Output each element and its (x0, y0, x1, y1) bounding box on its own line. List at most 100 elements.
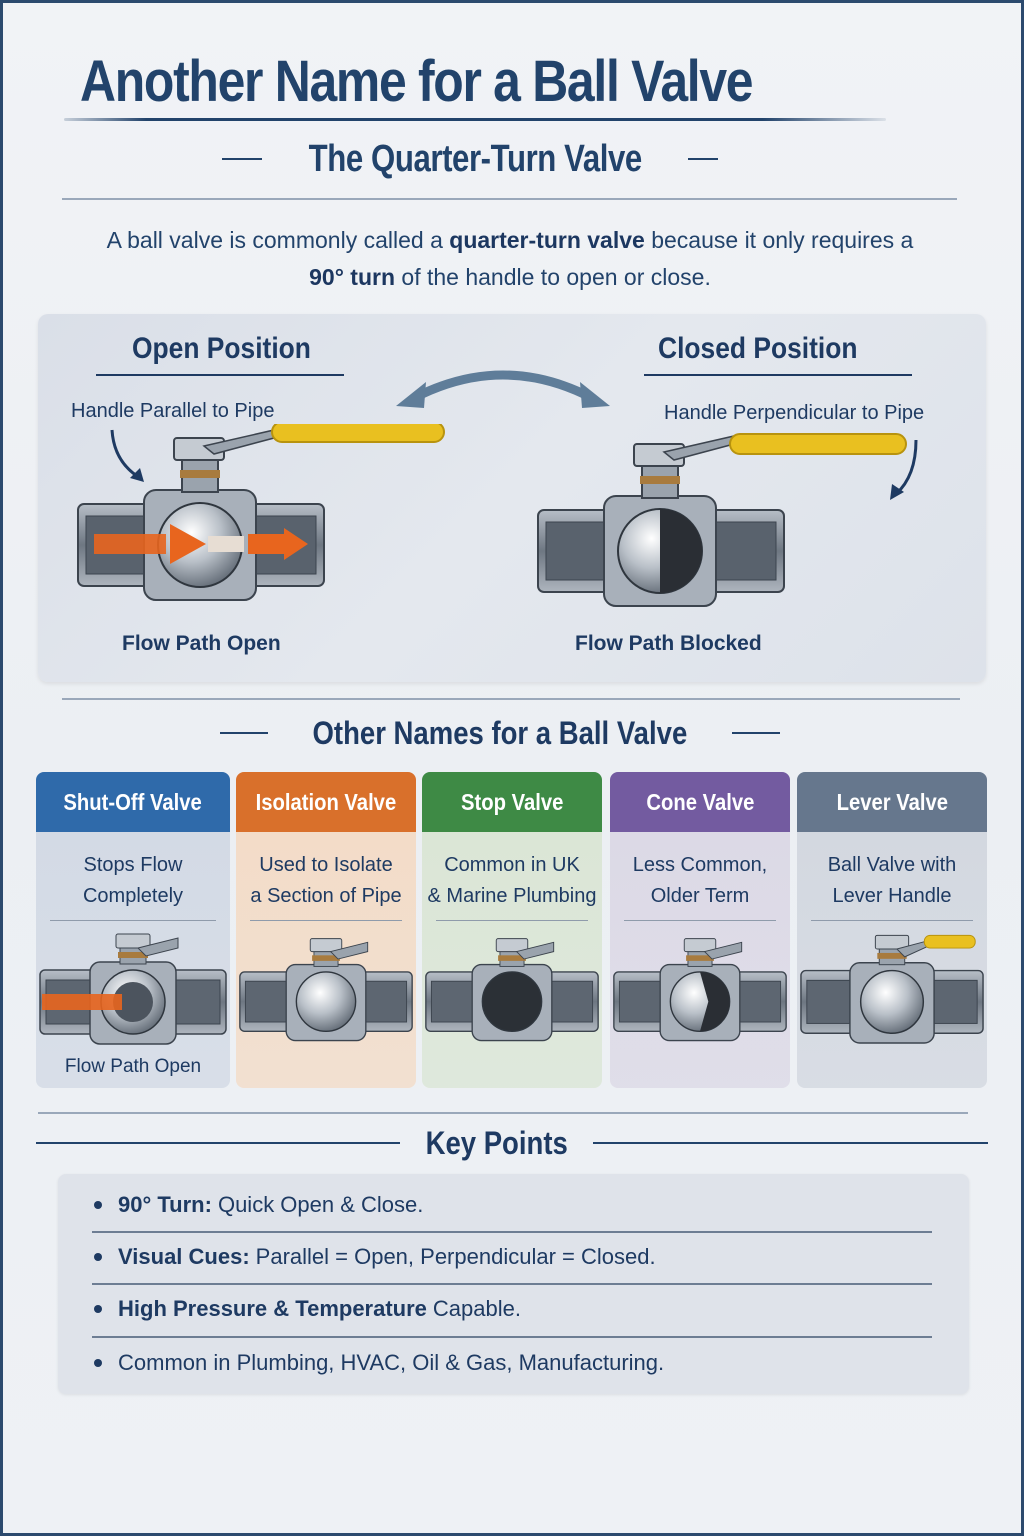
card-caption: Flow Path Open (64, 1056, 202, 1077)
card-description-line: Less Common, (632, 854, 768, 876)
card-header: Cone Valve (610, 772, 790, 832)
other-names-title: Other Names for a Ball Valve (312, 714, 688, 751)
other-names-heading: Other Names for a Ball Valve (200, 708, 800, 758)
key-points-heading: Key Points (36, 1118, 988, 1168)
card-description-line: Older Term (650, 885, 750, 907)
key-point-divider (92, 1231, 932, 1233)
valve-illustration (39, 933, 227, 1045)
card-description-line: Lever Handle (832, 885, 952, 907)
key-point-item: Visual Cues: Parallel = Open, Perpendicu… (94, 1244, 656, 1270)
intro-paragraph: A ball valve is commonly called a quarte… (90, 222, 930, 296)
closed-title-rule (644, 374, 912, 376)
valve-illustration (425, 938, 599, 1042)
subtitle-block: The Quarter-Turn Valve (200, 134, 740, 184)
closed-position-caption: Flow Path Blocked (575, 632, 762, 655)
open-position-note: Handle Parallel to Pipe (71, 400, 275, 422)
card-description: Less Common, Older Term (610, 850, 790, 912)
bullet-icon (94, 1359, 102, 1367)
key-point-divider (92, 1336, 932, 1338)
closed-position-note: Handle Perpendicular to Pipe (664, 402, 925, 424)
heading-line-right (593, 1142, 988, 1144)
divider (62, 198, 957, 200)
bullet-icon (94, 1253, 102, 1261)
key-point-item: 90° Turn: Quick Open & Close. (94, 1192, 423, 1218)
intro-text: A ball valve is commonly called a (106, 227, 450, 253)
curved-arrow-icon (890, 439, 918, 500)
key-point-label: Visual Cues: (118, 1244, 250, 1269)
card-title: Shut-Off Valve (63, 788, 203, 815)
bullet-icon (94, 1305, 102, 1313)
key-points-box: 90° Turn: Quick Open & Close. Visual Cue… (58, 1174, 969, 1394)
card-body: Common in UK & Marine Plumbing (422, 832, 602, 1088)
bullet-icon (94, 1201, 102, 1209)
key-point-label: High Pressure & Temperature (118, 1296, 427, 1321)
card-divider (250, 920, 402, 921)
card-header: Shut-Off Valve (36, 772, 230, 832)
card-header: Isolation Valve (236, 772, 416, 832)
card-body: Less Common, Older Term (610, 832, 790, 1088)
card-divider (50, 920, 216, 921)
subtitle-dash-right (688, 158, 719, 160)
intro-bold-turn: turn (343, 264, 396, 290)
card-header: Stop Valve (422, 772, 602, 832)
card-description-line: Common in UK (444, 854, 580, 876)
intro-bold-term: quarter-turn valve (449, 227, 645, 253)
closed-position-title: Closed Position (658, 332, 858, 365)
key-point-label: 90° Turn: (118, 1192, 212, 1217)
intro-text: of the handle to open or close. (395, 264, 711, 290)
card-divider (436, 920, 588, 921)
heading-dash-right (731, 732, 780, 734)
card-header: Lever Valve (797, 772, 987, 832)
curved-arrow-icon (110, 429, 144, 482)
card-description: Common in UK & Marine Plumbing (422, 850, 602, 912)
intro-text: because it only requires a (644, 227, 914, 253)
card-description-line: & Marine Plumbing (427, 885, 597, 907)
key-point-text: Common in Plumbing, HVAC, Oil & Gas, Man… (118, 1350, 665, 1375)
card-description-line: Used to Isolate (259, 854, 393, 876)
valve-illustration (239, 938, 413, 1042)
divider (62, 698, 960, 700)
open-valve-illustration (77, 424, 445, 601)
divider (38, 1112, 968, 1114)
key-points-title: Key Points (425, 1124, 568, 1161)
valve-illustration (613, 938, 787, 1042)
subtitle-dash-left (221, 158, 262, 160)
key-point-text: Capable. (432, 1296, 521, 1321)
closed-valve-illustration (537, 433, 907, 607)
title-underline (64, 118, 886, 121)
positions-panel: Open Position Handle Parallel to Pipe Cl… (38, 314, 986, 682)
card-title: Stop Valve (460, 788, 564, 815)
key-point-item: Common in Plumbing, HVAC, Oil & Gas, Man… (94, 1350, 664, 1376)
card-description-line: Ball Valve with (827, 854, 957, 876)
card-description: Used to Isolate a Section of Pipe (236, 850, 416, 912)
card-description-line: Stops Flow (83, 854, 183, 876)
heading-dash-left (220, 732, 269, 734)
card-divider (624, 920, 776, 921)
card-title: Lever Valve (836, 788, 948, 815)
key-point-item: High Pressure & Temperature Capable. (94, 1296, 521, 1322)
open-position-title: Open Position (132, 332, 311, 365)
card-description-line: Completely (82, 885, 184, 907)
card-divider (811, 920, 973, 921)
heading-line-left (36, 1142, 400, 1144)
subtitle: The Quarter-Turn Valve (308, 137, 642, 180)
key-point-text: Parallel = Open, Perpendicular = Closed. (255, 1244, 656, 1269)
open-position-caption: Flow Path Open (122, 632, 281, 655)
card-description-line: a Section of Pipe (250, 885, 402, 907)
open-title-rule (96, 374, 344, 376)
card-title: Isolation Valve (255, 788, 397, 815)
page-title: Another Name for a Ball Valve (80, 49, 754, 114)
valve-illustration (800, 934, 984, 1044)
card-title: Cone Valve (645, 788, 754, 815)
intro-bold-degrees: 90° (309, 264, 344, 290)
card-body: Used to Isolate a Section of Pipe (236, 832, 416, 1088)
